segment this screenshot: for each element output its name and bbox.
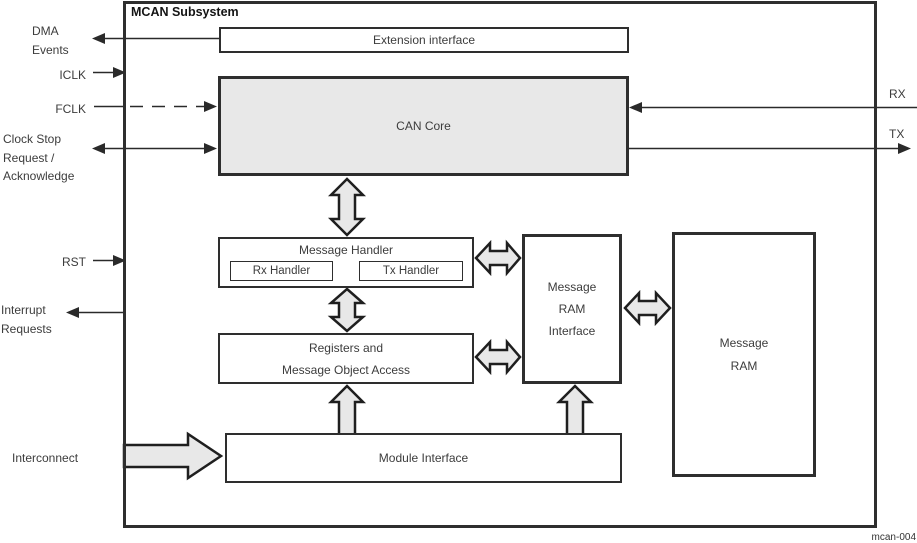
dma-events-label: DMA Events [32, 24, 69, 57]
iclk-label: ICLK [59, 68, 86, 82]
cancore-messagehandler-double-arrow [327, 177, 367, 237]
registers-ramif-double-arrow [474, 338, 522, 376]
extension-interface-label: Extension interface [372, 33, 476, 47]
iclk-arrow [93, 67, 126, 78]
figure-id: mcan-004 [871, 532, 916, 543]
extension-interface-block: Extension interface [219, 27, 629, 53]
tx-handler-block: Tx Handler [359, 261, 463, 281]
interconnect-block-arrow [122, 431, 224, 481]
fclk-label: FCLK [55, 102, 86, 116]
can-core-block: CAN Core [218, 76, 629, 176]
message-ram-interface-line2: RAM [558, 302, 586, 316]
clock-stop-arrow [92, 143, 217, 154]
fclk-arrow [94, 101, 217, 112]
messagehandler-ramif-double-arrow [474, 239, 522, 277]
rst-label: RST [62, 255, 86, 269]
rx-label: RX [889, 87, 906, 101]
message-ram-line1: Message [719, 335, 769, 350]
clock-stop-label: Clock Stop Request / Acknowledge [3, 132, 75, 183]
moduleif-registers-up-arrow [327, 384, 367, 439]
module-interface-block: Module Interface [225, 433, 622, 483]
message-ram-interface-line1: Message [547, 280, 597, 294]
registers-message-object-access-block: Registers and Message Object Access [218, 333, 474, 384]
dma-events-arrow [92, 33, 219, 44]
tx-handler-label: Tx Handler [382, 265, 440, 277]
ramif-messageram-double-arrow [623, 289, 672, 327]
can-core-label: CAN Core [396, 119, 451, 133]
tx-arrow [628, 143, 911, 154]
diagram-title: MCAN Subsystem [131, 5, 239, 19]
message-ram-line2: RAM [730, 358, 758, 373]
rx-handler-block: Rx Handler [230, 261, 333, 281]
interconnect-label: Interconnect [12, 451, 79, 465]
module-interface-label: Module Interface [378, 451, 469, 465]
registers-label-line2: Message Object Access [281, 362, 411, 377]
message-handler-label: Message Handler [298, 243, 394, 257]
message-ram-interface-block: Message RAM Interface [522, 234, 622, 384]
message-ram-interface-line3: Interface [548, 324, 596, 338]
rx-handler-label: Rx Handler [252, 265, 311, 277]
interrupt-requests-arrow [66, 307, 124, 318]
moduleif-ramif-up-arrow [555, 384, 595, 439]
interrupt-requests-label: Interrupt Requests [1, 303, 52, 336]
tx-label: TX [889, 127, 905, 141]
messagehandler-registers-double-arrow [327, 287, 367, 333]
rst-arrow [93, 255, 126, 266]
registers-label-line1: Registers and [308, 340, 384, 355]
rx-arrow [629, 102, 917, 113]
message-ram-block: Message RAM [672, 232, 816, 477]
